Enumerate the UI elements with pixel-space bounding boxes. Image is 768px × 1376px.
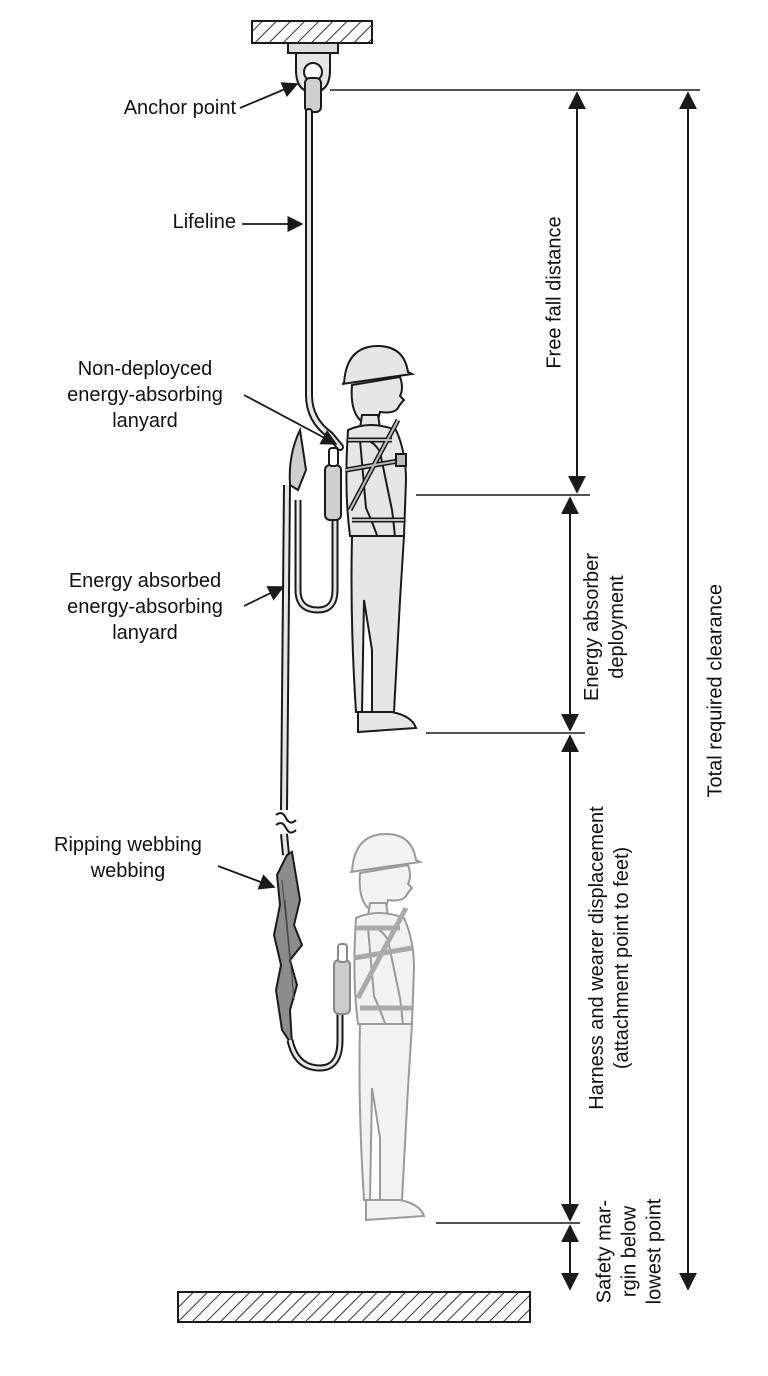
energy-absorbed-lanyard-label: Energy absorbed energy-absorbing lanyard bbox=[67, 570, 223, 644]
lifeline bbox=[305, 108, 344, 451]
anchor-point-label: Anchor point bbox=[123, 97, 236, 119]
anchor-point-icon bbox=[287, 42, 339, 113]
ground bbox=[177, 1291, 531, 1323]
safety-margin-label: Safety mar- rgin below lowest point bbox=[593, 1198, 666, 1305]
callout-arrows bbox=[217, 82, 338, 890]
harness-displacement-label: Harness and wearer displacement (attachm… bbox=[586, 806, 633, 1110]
non-deployed-lanyard-label: Non-deployced energy-absorbing lanyard bbox=[67, 358, 223, 432]
ghost-worker-figure bbox=[333, 832, 426, 1222]
worker-figure bbox=[341, 344, 418, 734]
reference-lines bbox=[330, 89, 700, 1224]
ceiling bbox=[251, 20, 373, 44]
non-deployed-lanyard bbox=[288, 426, 342, 614]
lifeline-label: Lifeline bbox=[172, 211, 236, 233]
ripping-webbing-label: Ripping webbing webbing bbox=[54, 834, 202, 882]
total-required-clearance-label: Total required clearance bbox=[704, 584, 727, 798]
dimension-arrows bbox=[561, 91, 697, 1291]
free-fall-distance-label: Free fall distance bbox=[543, 216, 566, 369]
energy-absorbed-lanyard bbox=[272, 484, 344, 1072]
energy-absorber-deployment-label: Energy absorber deployment bbox=[581, 553, 628, 701]
